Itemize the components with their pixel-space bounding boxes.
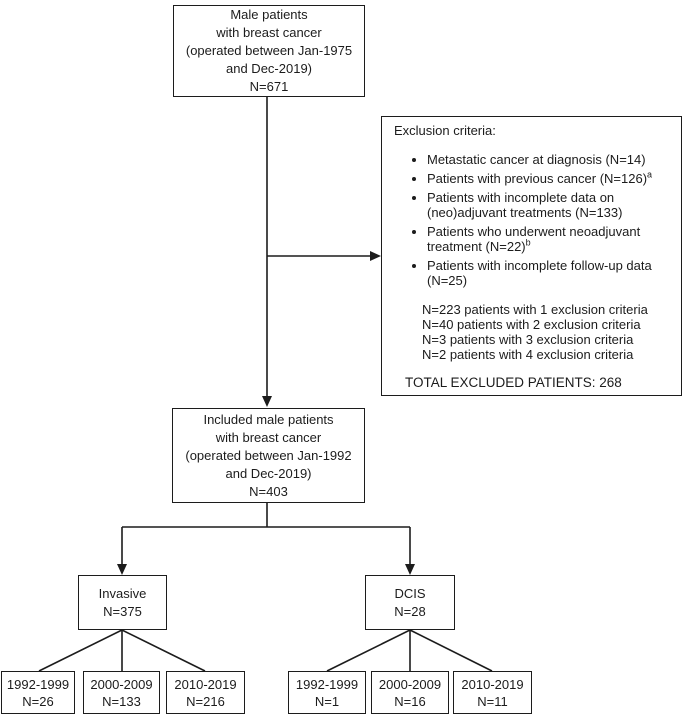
invasive-period-2010-2019-box: 2010-2019 N=216 [166,671,245,714]
exclusion-count-line: N=3 patients with 3 exclusion criteria [422,332,634,347]
dcis-period-2010-2019-box: 2010-2019 N=11 [453,671,532,714]
included-box-line: and Dec-2019) [225,465,312,481]
exclusion-item: Patients with previous cancer (N=126)a [427,169,677,186]
exclusion-count-line: N=2 patients with 4 exclusion criteria [422,347,634,362]
exclusion-item-text: Patients with incomplete follow-up data … [427,258,652,288]
period-count: N=133 [102,693,141,709]
top-box-line: Male patients [230,7,308,22]
connector-invasive-fan-left [38,629,123,672]
arrow-right-icon [370,251,381,261]
connector-invasive-fan-right [121,629,206,672]
arrow-down-icon [405,564,415,575]
invasive-count: N=375 [103,603,142,619]
included-box-line: Included male patients [203,411,334,427]
exclusion-item-text: Metastatic cancer at diagnosis (N=14) [427,152,646,167]
top-box-count: N=671 [249,79,289,94]
dcis-count: N=28 [394,603,426,619]
included-box-line: (operated between Jan-1992 [185,447,352,463]
dcis-label: DCIS [394,585,426,601]
arrow-down-icon [262,396,272,407]
invasive-box: Invasive N=375 [78,575,167,630]
top-box: Male patients with breast cancer (operat… [173,5,365,97]
connector-dcis-fan-left [326,629,411,672]
invasive-period-2000-2009-box: 2000-2009 N=133 [83,671,160,714]
exclusion-item-footnote: b [525,237,531,248]
included-box-line: with breast cancer [215,429,322,445]
included-box: Included male patients with breast cance… [172,408,365,503]
period-count: N=1 [314,693,340,709]
exclusion-item: Patients with incomplete follow-up data … [427,258,677,288]
exclusion-counts: N=223 patients with 1 exclusion criteria… [422,302,677,362]
exclusion-title: Exclusion criteria: [394,123,496,138]
period-count: N=26 [22,693,54,709]
period-count: N=16 [394,693,426,709]
top-box-line: with breast cancer [216,25,322,40]
exclusion-count-line: N=223 patients with 1 exclusion criteria [422,302,648,317]
period-label: 1992-1999 [6,676,70,692]
included-box-count: N=403 [249,483,288,499]
exclusion-item-text: Patients with incomplete data on (neo)ad… [427,190,623,220]
period-count: N=216 [186,693,225,709]
exclusion-item-text: Patients who underwent neoadjuvant treat… [427,224,641,254]
top-box-line: (operated between Jan-1975 [185,43,353,58]
period-count: N=11 [477,693,508,709]
exclusion-item: Patients who underwent neoadjuvant treat… [427,224,677,254]
invasive-period-1992-1999-box: 1992-1999 N=26 [1,671,75,714]
arrow-down-icon [117,564,127,575]
exclusion-item-footnote: a [647,169,653,180]
dcis-period-1992-1999-box: 1992-1999 N=1 [288,671,366,714]
exclusion-box: Exclusion criteria: Metastatic cancer at… [381,116,682,396]
period-label: 2010-2019 [174,676,237,692]
connector-dcis-fan-right [409,629,493,672]
period-label: 1992-1999 [295,676,359,692]
invasive-label: Invasive [98,585,147,601]
exclusion-item: Metastatic cancer at diagnosis (N=14) [427,152,677,167]
period-label: 2010-2019 [461,676,524,692]
exclusion-item: Patients with incomplete data on (neo)ad… [427,190,677,220]
period-label: 2000-2009 [90,676,153,692]
exclusion-total: TOTAL EXCLUDED PATIENTS: 268 [405,375,622,390]
exclusion-count-line: N=40 patients with 2 exclusion criteria [422,317,641,332]
exclusion-item-text: Patients with previous cancer (N=126) [427,171,648,186]
exclusion-list: Metastatic cancer at diagnosis (N=14) Pa… [394,152,677,288]
period-label: 2000-2009 [378,676,442,692]
dcis-period-2000-2009-box: 2000-2009 N=16 [371,671,449,714]
dcis-box: DCIS N=28 [365,575,455,630]
top-box-line: and Dec-2019) [226,61,312,76]
